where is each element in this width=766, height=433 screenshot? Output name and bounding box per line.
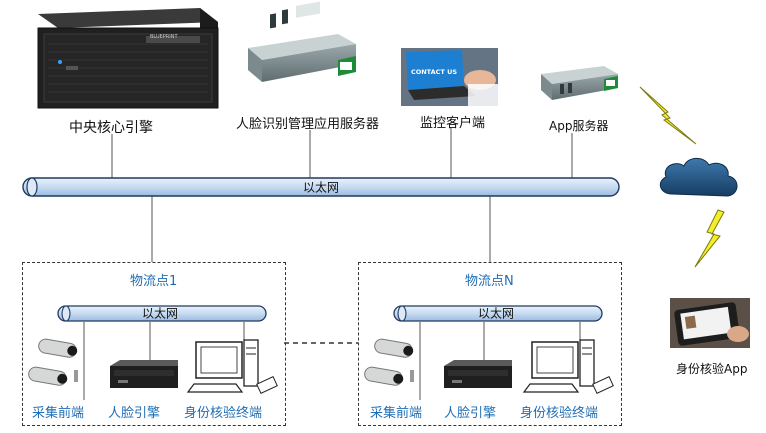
monitor-client-label: 监控客户端 — [420, 116, 486, 131]
face-server-device — [248, 1, 356, 82]
main-ethernet-label: 以太网 — [302, 180, 340, 195]
siten-box — [358, 262, 622, 426]
siten-id-terminal-device — [522, 339, 614, 394]
central-engine-label: 中央核心引擎 — [69, 120, 153, 136]
site1-box — [22, 262, 286, 426]
site1-id-terminal-label: 身份核验终端 — [184, 406, 263, 421]
siten-network — [393, 305, 603, 400]
siten-face-engine-label: 人脸引擎 — [444, 406, 497, 421]
engine-brand-text: BLUEPRINT — [150, 34, 178, 40]
siten-camera-group — [364, 338, 414, 386]
phone-app-device — [670, 298, 750, 348]
monitor-client-device: CONTACT US — [401, 48, 498, 106]
siten-id-terminal-label: 身份核验终端 — [520, 406, 599, 421]
cloud-icon — [659, 157, 738, 197]
site1-id-terminal-device — [186, 339, 278, 394]
site1-face-engine-label: 人脸引擎 — [108, 406, 161, 421]
lightning-bolt-top-icon — [639, 86, 697, 145]
top-connectors — [111, 128, 573, 262]
app-server-device — [541, 66, 618, 100]
site1-face-engine-device — [110, 360, 178, 388]
central-engine-device — [37, 8, 219, 109]
siten-title: 物流点N — [465, 274, 514, 289]
main-ethernet-pipe — [22, 177, 620, 197]
lightning-bolt-bottom-icon — [694, 209, 725, 268]
site1-ethernet-label: 以太网 — [141, 306, 179, 321]
siten-ethernet-label: 以太网 — [477, 306, 515, 321]
site1-capture-label: 采集前端 — [32, 406, 85, 421]
app-server-label: App服务器 — [549, 119, 609, 133]
face-server-label: 人脸识别管理应用服务器 — [236, 117, 380, 132]
contact-us-screen-text: CONTACT US — [411, 68, 457, 76]
siten-face-engine-device — [444, 360, 512, 388]
site1-network — [57, 305, 267, 400]
siten-capture-label: 采集前端 — [370, 406, 423, 421]
id-app-label: 身份核验App — [676, 362, 748, 376]
site1-camera-group — [28, 338, 78, 386]
site1-title: 物流点1 — [130, 274, 178, 289]
